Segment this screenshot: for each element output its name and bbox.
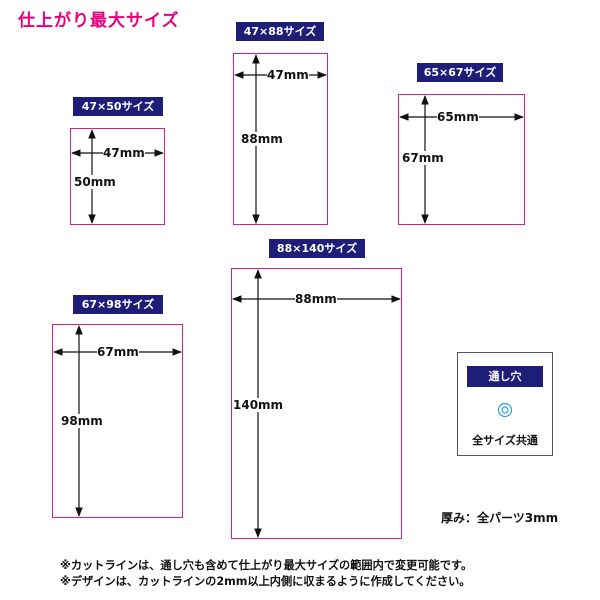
- size-badge-65x67: 65×67サイズ: [417, 63, 503, 82]
- width-label-47x88: 47mm: [267, 68, 309, 82]
- width-label-88x140: 88mm: [295, 292, 337, 306]
- height-label-88x140: 140mm: [233, 398, 284, 412]
- note-line-1: ※カットラインは、通し穴も含めて仕上がり最大サイズの範囲内で変更可能です。: [60, 559, 473, 572]
- note-line-2: ※デザインは、カットラインの2mm以上内側に収まるように作成してください。: [60, 575, 471, 588]
- size-badge-47x50: 47×50サイズ: [73, 97, 163, 116]
- hole-legend: 通し穴 全サイズ共通: [457, 352, 553, 456]
- width-label-47x50: 47mm: [103, 146, 145, 160]
- thickness-note: 厚み：全パーツ3mm: [441, 511, 559, 525]
- page-title: 仕上がり最大サイズ: [18, 11, 180, 31]
- height-label-47x88: 88mm: [241, 132, 283, 146]
- size-badge-67x98: 67×98サイズ: [73, 295, 163, 314]
- size-badge-47x88: 47×88サイズ: [236, 22, 324, 41]
- hole-legend-text: 全サイズ共通: [472, 434, 538, 447]
- hole-legend-badge: 通し穴: [467, 366, 543, 387]
- height-label-67x98: 98mm: [61, 414, 103, 428]
- width-label-67x98: 67mm: [97, 345, 139, 359]
- height-label-65x67: 67mm: [402, 151, 444, 165]
- height-label-47x50: 50mm: [74, 175, 116, 189]
- hole-icon: [497, 402, 513, 418]
- width-label-65x67: 65mm: [437, 110, 479, 124]
- size-badge-88x140: 88×140サイズ: [269, 239, 365, 258]
